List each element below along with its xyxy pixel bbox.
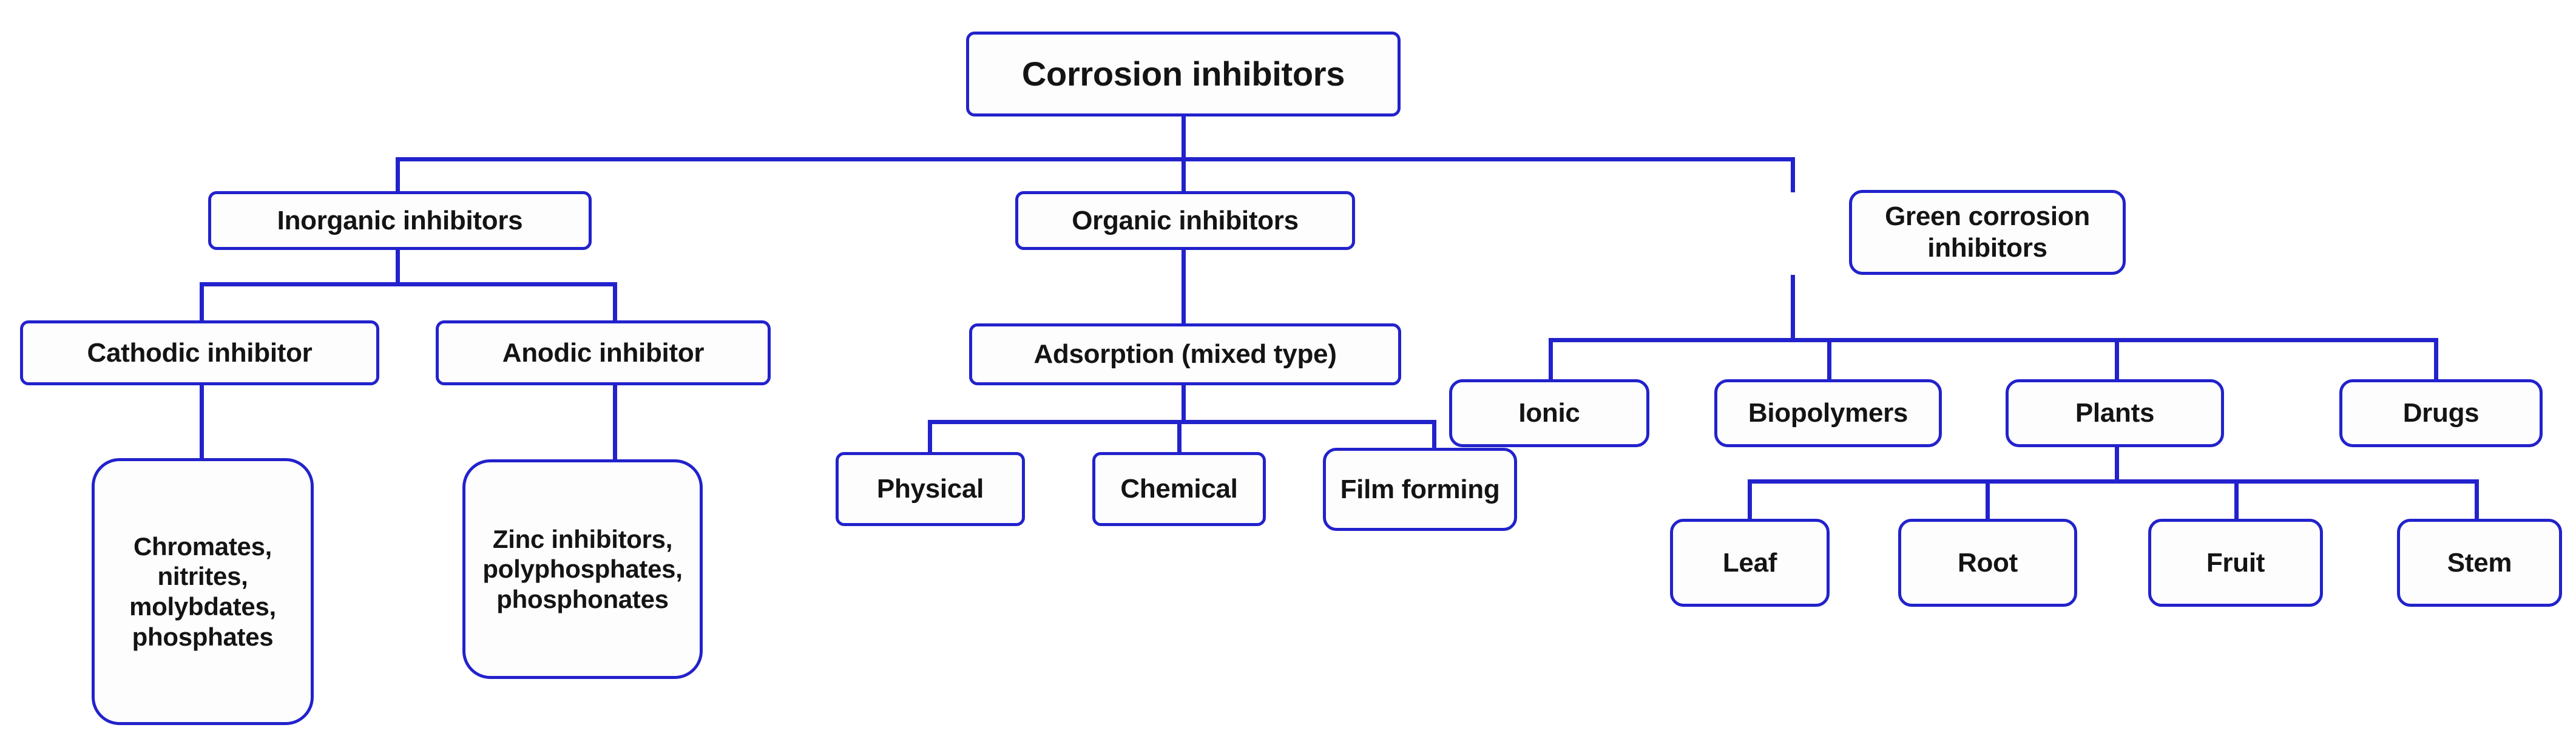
node-physical[interactable]: Physical <box>836 452 1025 526</box>
node-label-biopolymers: Biopolymers <box>1748 398 1908 428</box>
connector-drop-drugs <box>2434 338 2438 381</box>
node-label-root_part: Root <box>1958 547 2018 578</box>
node-root_part[interactable]: Root <box>1898 519 2077 607</box>
node-label-root: Corrosion inhibitors <box>1021 54 1345 93</box>
connector-drop-root <box>1986 479 1990 521</box>
node-anodic[interactable]: Anodic inhibitor <box>436 320 771 385</box>
connector-inorganic-stem <box>396 250 400 285</box>
node-label-chromates: Chromates, nitrites, molybdates, phospha… <box>129 532 276 651</box>
node-root[interactable]: Corrosion inhibitors <box>966 32 1401 116</box>
node-label-plants: Plants <box>2075 398 2155 428</box>
node-drugs[interactable]: Drugs <box>2339 379 2543 447</box>
connector-drop-green <box>1791 157 1795 192</box>
node-biopolymers[interactable]: Biopolymers <box>1714 379 1942 447</box>
connector-plants-stem <box>2115 447 2119 481</box>
node-label-physical: Physical <box>876 474 984 504</box>
connector-tier1-bus <box>396 157 1795 161</box>
node-leaf[interactable]: Leaf <box>1670 519 1830 607</box>
node-label-adsorption: Adsorption (mixed type) <box>1033 339 1337 370</box>
connector-drop-organic <box>1182 157 1186 192</box>
connector-drop-fruit <box>2234 479 2239 521</box>
node-label-ionic: Ionic <box>1518 398 1580 428</box>
node-zinc[interactable]: Zinc inhibitors, polyphosphates, phospho… <box>462 459 703 679</box>
connector-cathodic-to-chromates <box>200 385 204 461</box>
node-chromates[interactable]: Chromates, nitrites, molybdates, phospha… <box>92 458 314 725</box>
connector-inorganic-bus <box>200 282 617 286</box>
connector-drop-cathodic <box>200 282 204 322</box>
node-label-anodic: Anodic inhibitor <box>502 337 705 368</box>
connector-adsorption-stem <box>1182 385 1186 422</box>
connector-root-stem <box>1182 116 1186 161</box>
connector-drop-ionic <box>1549 338 1553 381</box>
connector-drop-anodic <box>613 282 617 322</box>
node-cathodic[interactable]: Cathodic inhibitor <box>20 320 379 385</box>
connector-drop-leaf <box>1748 479 1752 521</box>
node-plants[interactable]: Plants <box>2006 379 2224 447</box>
connector-drop-filmforming <box>1432 420 1436 450</box>
node-fruit[interactable]: Fruit <box>2148 519 2323 607</box>
node-organic[interactable]: Organic inhibitors <box>1015 191 1355 250</box>
node-inorganic[interactable]: Inorganic inhibitors <box>208 191 592 250</box>
node-stem[interactable]: Stem <box>2397 519 2562 607</box>
connector-drop-physical <box>928 420 932 454</box>
node-label-inorganic: Inorganic inhibitors <box>277 205 523 235</box>
node-green[interactable]: Green corrosion inhibitors <box>1849 190 2126 275</box>
connector-drop-biopolymers <box>1827 338 1831 381</box>
node-label-cathodic: Cathodic inhibitor <box>87 337 313 368</box>
connector-drop-plants <box>2115 338 2119 381</box>
node-label-chemical: Chemical <box>1120 474 1238 504</box>
connector-organic-stem <box>1182 250 1186 325</box>
node-label-leaf: Leaf <box>1722 547 1777 578</box>
node-filmforming[interactable]: Film forming <box>1323 448 1517 531</box>
connector-anodic-to-zinc <box>613 385 617 461</box>
connector-green-stem <box>1791 275 1795 340</box>
connector-drop-stem <box>2475 479 2479 521</box>
node-chemical[interactable]: Chemical <box>1092 452 1266 526</box>
node-label-green: Green corrosion inhibitors <box>1885 201 2090 263</box>
node-ionic[interactable]: Ionic <box>1449 379 1649 447</box>
node-label-stem: Stem <box>2447 547 2512 578</box>
connector-drop-inorganic <box>396 157 400 192</box>
node-adsorption[interactable]: Adsorption (mixed type) <box>969 323 1401 385</box>
node-label-zinc: Zinc inhibitors, polyphosphates, phospho… <box>482 524 683 613</box>
node-label-filmforming: Film forming <box>1340 474 1500 504</box>
connector-plants-bus <box>1748 479 2479 484</box>
connector-drop-chemical <box>1177 420 1182 454</box>
node-label-drugs: Drugs <box>2402 398 2480 428</box>
connector-adsorption-bus <box>928 420 1436 424</box>
node-label-organic: Organic inhibitors <box>1072 205 1299 235</box>
connector-green-bus <box>1549 338 2438 342</box>
node-label-fruit: Fruit <box>2206 547 2265 578</box>
